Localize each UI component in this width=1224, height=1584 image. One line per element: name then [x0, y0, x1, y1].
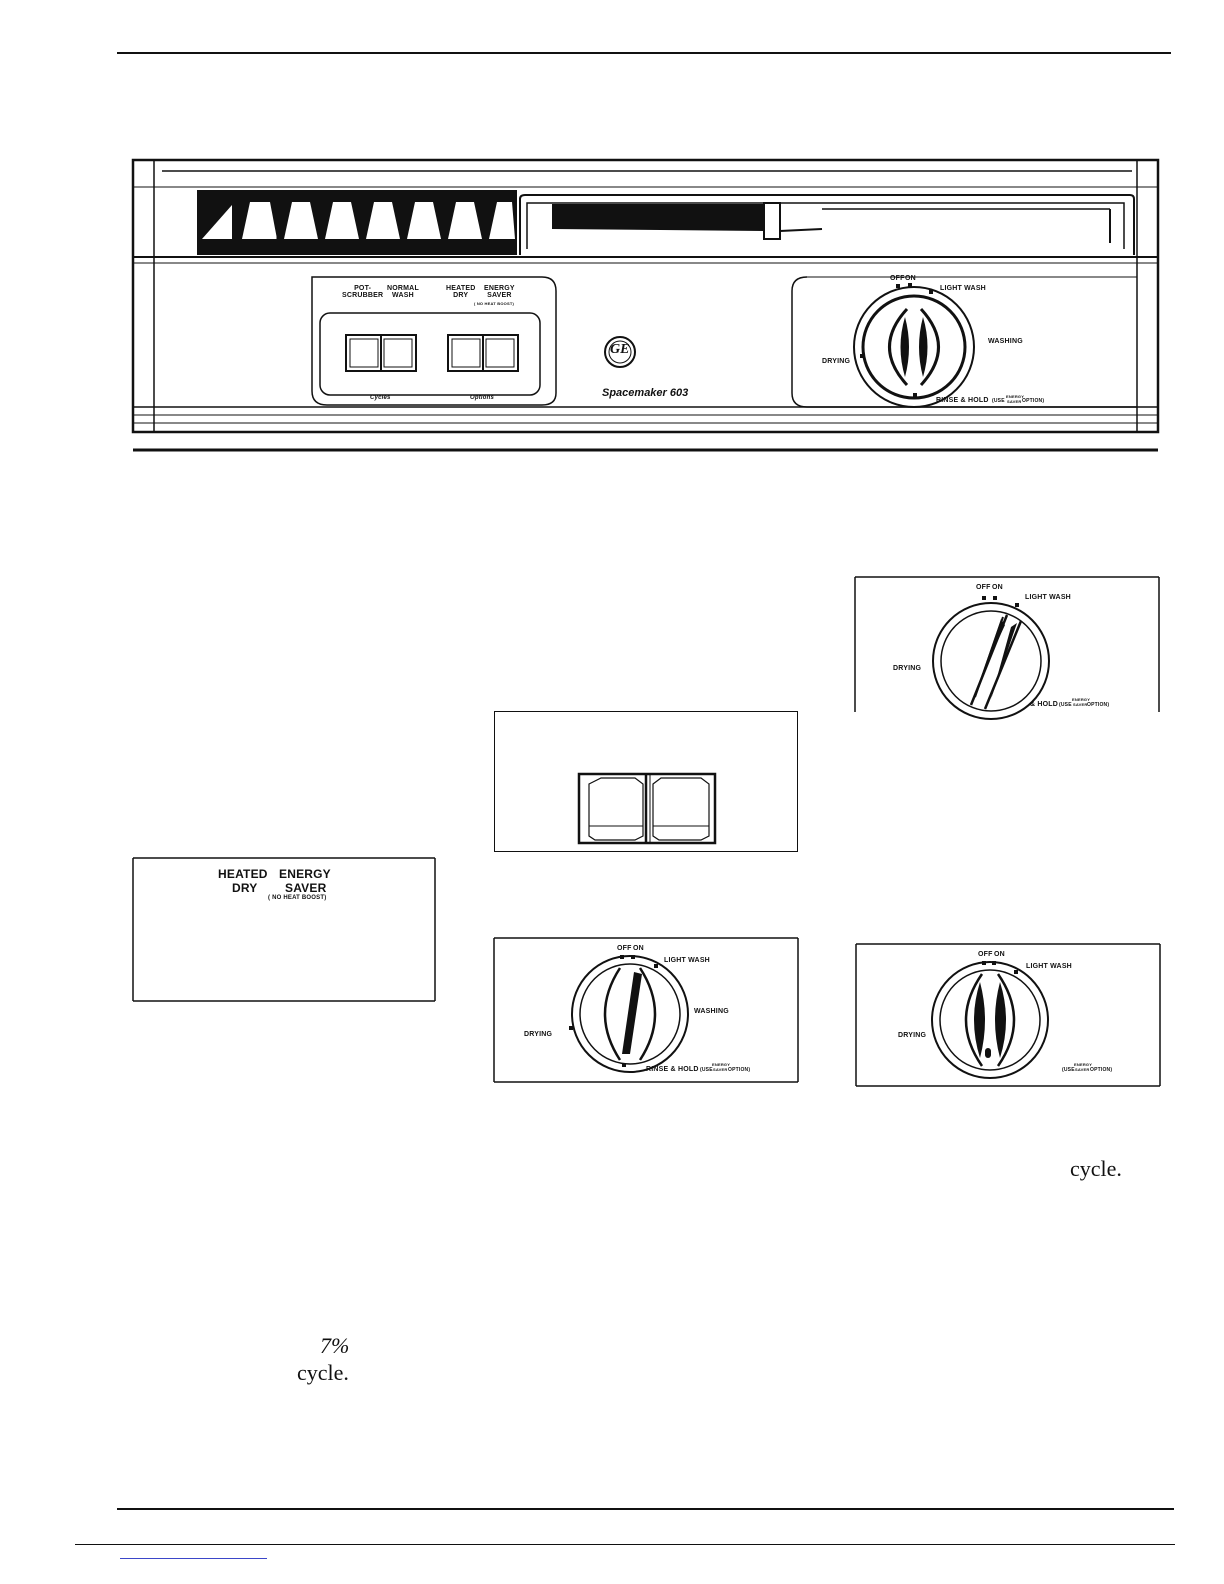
dial-use-label: (USE: [992, 398, 1005, 404]
detail3-energy-label: ENERGY: [1074, 1062, 1093, 1067]
top-rule: [117, 52, 1171, 54]
cycle-fragment-left: cycle.: [297, 1360, 349, 1385]
normal-wash-label: NORMAL WASH: [387, 285, 419, 299]
heated-dry-label: HEATED DRY: [446, 285, 475, 299]
detail2-on-label: ON: [633, 945, 644, 952]
dial-washing-label: WASHING: [988, 338, 1023, 345]
cycles-caption: Cycles: [370, 395, 391, 401]
pot-scrubber-button[interactable]: [346, 335, 381, 371]
dial-detail-light-wash-drawing: [854, 576, 1160, 720]
detail2-energy-label: ENERGY: [712, 1062, 731, 1067]
dial-rinse-hold-label: RINSE & HOLD: [936, 397, 989, 404]
energy-label: ENERGY: [484, 285, 515, 292]
saver-label: SAVER: [487, 292, 512, 299]
pot-label: POT-: [354, 285, 372, 292]
detail-right-button[interactable]: [648, 774, 715, 843]
options-energy-label: ENERGY: [279, 867, 331, 881]
heated-dry-button[interactable]: [448, 335, 483, 371]
bottom-rule: [117, 1508, 1174, 1510]
detail2-off-label: OFF: [617, 945, 632, 952]
normal-wash-button[interactable]: [381, 335, 416, 371]
detail2-light-wash-label: LIGHT WASH: [664, 957, 710, 964]
detail3-off-label: OFF: [978, 951, 993, 958]
detail2-washing-label: WASHING: [694, 1008, 729, 1015]
detail3-option-label: OPTION): [1090, 1067, 1113, 1073]
cycle-fragment-right: cycle.: [1070, 1156, 1122, 1181]
detail1-use-label: (USE: [1059, 702, 1072, 708]
options-dry-label: DRY: [232, 881, 258, 895]
options-caption: Options: [470, 395, 495, 401]
panel-frame-drawing: [131, 158, 1160, 452]
dial-on-label: ON: [905, 275, 916, 282]
detail1-saver-label: SAVER: [1073, 702, 1088, 707]
options-no-heat-boost-label: ( NO HEAT BOOST): [268, 895, 327, 901]
detail1-option-label: OPTION): [1087, 702, 1110, 708]
ge-logo: GE: [610, 342, 630, 357]
detail-left-button[interactable]: [579, 774, 646, 843]
cycle-dial[interactable]: [854, 287, 974, 407]
detail3-on-label: ON: [994, 951, 1005, 958]
dial-detail-energy-saver-drawing: [855, 943, 1161, 1087]
energy-saver-label: ENERGY SAVER: [484, 285, 515, 299]
options-label-frame: [132, 857, 436, 1002]
dial-off-label: OFF: [890, 275, 905, 282]
detail2-saver-label: SAVER: [713, 1067, 728, 1072]
footer-rule: [75, 1544, 1175, 1545]
options-heated-label: HEATED: [218, 867, 268, 881]
model-name: Spacemaker 603: [602, 387, 689, 399]
dial-detail-light-wash: OFF ON LIGHT WASH DRYING & HOLD (USE ENE…: [854, 576, 1160, 720]
detail2-use-label: (USE: [700, 1067, 713, 1073]
wash-label: WASH: [392, 292, 414, 299]
detail1-hold-label: & HOLD: [1030, 701, 1059, 708]
normal-label: NORMAL: [387, 285, 419, 292]
detail2-option-label: OPTION): [728, 1067, 751, 1073]
button-pair-drawing: [577, 772, 717, 845]
detail1-on-label: ON: [992, 584, 1003, 591]
control-panel-illustration: POT- SCRUBBER NORMAL WASH HEATED DRY ENE…: [131, 157, 1160, 453]
dial-light-wash-label: LIGHT WASH: [940, 285, 986, 292]
dry-label: DRY: [453, 292, 469, 299]
dial-drying-label: DRYING: [822, 358, 851, 365]
dial-saver-label: SAVER: [1007, 399, 1022, 404]
dial-energy-label: ENERGY: [1006, 394, 1025, 399]
options-saver-label: SAVER: [285, 881, 327, 895]
detail1-energy-label: ENERGY: [1072, 697, 1091, 702]
detail3-saver-label: SAVER: [1075, 1067, 1090, 1072]
footer-link-underline: [120, 1558, 267, 1559]
button-pair-detail: [494, 711, 798, 852]
dial-detail-energy-saver: OFF ON LIGHT WASH DRYING (USE ENERGY SAV…: [855, 943, 1161, 1087]
no-heat-boost-label: ( NO HEAT BOOST): [474, 301, 515, 306]
dial-detail-normal: OFF ON LIGHT WASH WASHING DRYING RINSE &…: [493, 937, 799, 1083]
detail2-rinse-hold-label: RINSE & HOLD: [646, 1066, 699, 1073]
detail1-light-wash-label: LIGHT WASH: [1025, 594, 1071, 601]
dial-detail-normal-drawing: [493, 937, 799, 1083]
heated-label: HEATED: [446, 285, 476, 292]
percent-fragment: 7%: [320, 1333, 350, 1358]
pot-scrubber-label: POT- SCRUBBER: [342, 285, 383, 299]
detail3-light-wash-label: LIGHT WASH: [1026, 963, 1072, 970]
energy-saver-button[interactable]: [483, 335, 518, 371]
dial-option-label: OPTION): [1022, 398, 1045, 404]
detail3-drying-label: DRYING: [898, 1032, 927, 1039]
detail2-drying-label: DRYING: [524, 1031, 553, 1038]
options-label-detail: HEATED ENERGY DRY SAVER ( NO HEAT BOOST): [132, 857, 436, 1002]
detail1-drying-label: DRYING: [893, 665, 922, 672]
scrubber-label: SCRUBBER: [342, 292, 384, 299]
detail1-off-label: OFF: [976, 584, 991, 591]
detail3-use-label: (USE: [1062, 1067, 1075, 1073]
